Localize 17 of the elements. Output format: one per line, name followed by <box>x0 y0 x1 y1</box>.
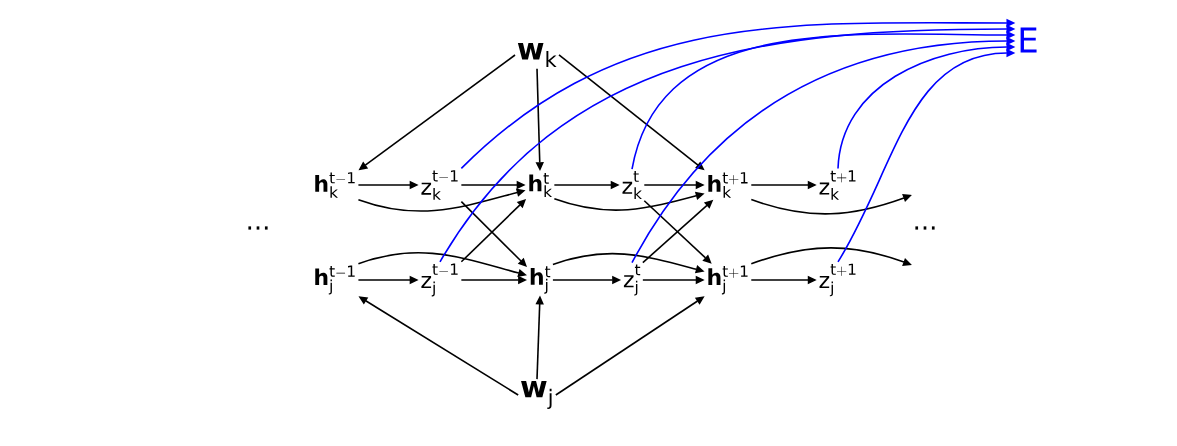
variable-label: $\mathbf{h}_{\mathrm{j}}^{\mathrm{t}}$ <box>530 266 551 294</box>
variable-label: $\mathrm{z}_{\mathrm{k}}^{\mathrm{t+1}}$ <box>819 170 856 200</box>
variable-label: $\mathrm{z}_{\mathrm{j}}^{\mathrm{t}}$ <box>623 264 641 296</box>
variable-label: $\mathrm{z}_{\mathrm{j}}^{\mathrm{t-1}}$ <box>421 263 458 297</box>
variable-label: $\mathbf{h}_{\mathrm{k}}^{\mathrm{t+1}}$ <box>708 172 748 198</box>
energy-label: E <box>1020 27 1037 53</box>
variable-label: $\mathrm{z}_{\mathrm{k}}^{\mathrm{t}}$ <box>622 171 642 199</box>
variable-label: $\mathbf{h}_{\mathrm{k}}^{\mathrm{t-1}}$ <box>315 172 355 198</box>
variable-label: $\mathbf{h}_{\mathrm{j}}^{\mathrm{t+1}}$ <box>708 265 748 295</box>
ellipsis: ... <box>915 226 935 230</box>
ellipsis: ... <box>248 226 268 230</box>
weight-label: $\mathbf{w}_{\mathrm{k}}$ <box>517 43 557 67</box>
variable-label: $\mathbf{h}_{\mathrm{j}}^{\mathrm{t-1}}$ <box>315 265 355 295</box>
variable-label: $\mathrm{z}_{\mathrm{j}}^{\mathrm{t+1}}$ <box>819 263 856 297</box>
weight-label: $\mathbf{w}_{\mathrm{j}}$ <box>521 380 552 410</box>
variable-label: $\mathrm{z}_{\mathrm{k}}^{\mathrm{t-1}}$ <box>421 170 458 200</box>
variable-label: $\mathbf{h}_{\mathrm{k}}^{\mathrm{t}}$ <box>529 172 552 198</box>
